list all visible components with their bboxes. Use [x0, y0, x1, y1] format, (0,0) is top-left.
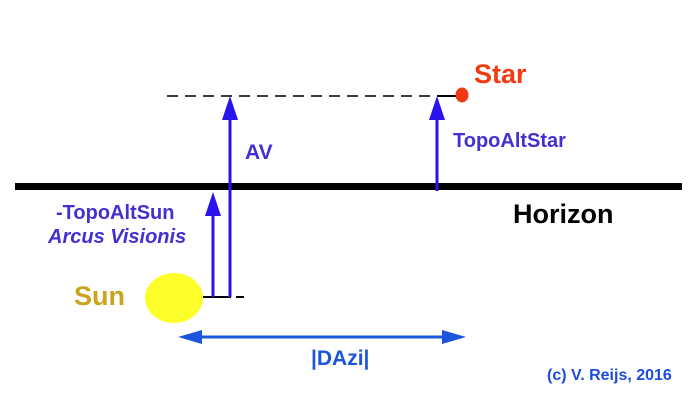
topoaltstar-label: TopoAltStar — [453, 130, 566, 152]
star-label: Star — [474, 59, 527, 89]
horizon-line — [15, 183, 682, 190]
topoaltsun-arrow-head — [205, 192, 221, 216]
horizon-label: Horizon — [513, 199, 614, 229]
topoaltstar-arrow-head — [429, 96, 445, 120]
av-arrow-head — [222, 96, 238, 120]
sun-label: Sun — [74, 281, 125, 311]
av-label: AV — [245, 141, 273, 164]
dazi-label: |DAzi| — [311, 347, 370, 370]
copyright-label: (c) V. Reijs, 2016 — [547, 367, 672, 384]
dazi-arrow-head-left — [178, 330, 202, 344]
arcus-visionis-label: Arcus Visionis — [48, 226, 187, 248]
dazi-arrow-head-right — [442, 330, 466, 344]
sun-disc — [145, 273, 203, 323]
neg-topoaltsun-label: -TopoAltSun — [56, 202, 175, 224]
star-dot — [455, 87, 469, 103]
